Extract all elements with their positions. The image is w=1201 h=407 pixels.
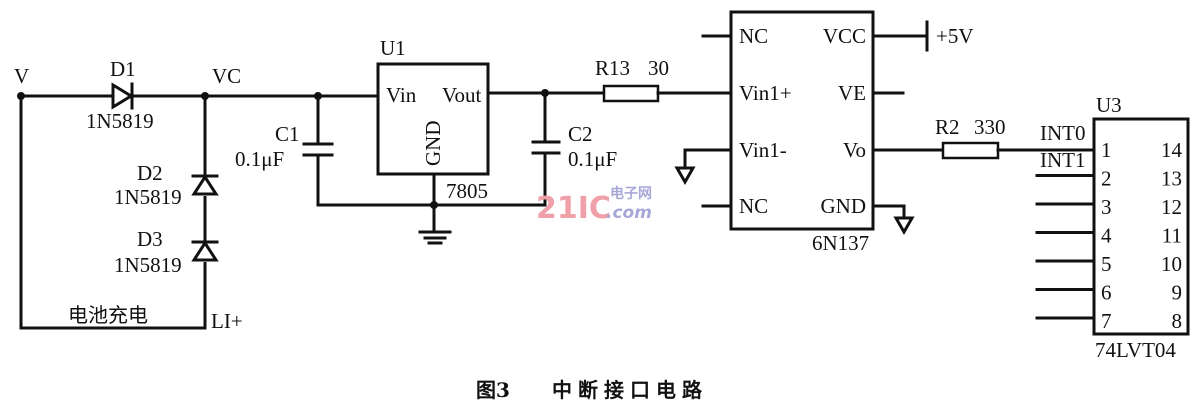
u2-part: 6N137 (812, 231, 869, 255)
resistor-r13 (602, 84, 660, 103)
u3-left-pin-number: 7 (1101, 309, 1112, 333)
u3-right-pin-number: 14 (1161, 138, 1183, 162)
c2-value: 0.1μF (568, 147, 617, 171)
junction-v (17, 92, 25, 100)
u1-ref: U1 (380, 36, 406, 60)
d2-ref: D2 (137, 161, 163, 185)
ground-arrow-icon (674, 166, 696, 186)
u3-ref: U3 (1096, 93, 1122, 117)
battery-charge-label: 电池充电 (68, 303, 148, 327)
d3-ref: D3 (137, 227, 163, 251)
u3-left-pin-number: 1 (1101, 138, 1112, 162)
c1-ref: C1 (275, 122, 300, 146)
signal-int0: INT0 (1040, 121, 1086, 145)
u3-left-pin-number: 2 (1101, 167, 1112, 191)
d2-value: 1N5819 (114, 185, 182, 209)
u3-left-pin-number: 6 (1101, 281, 1112, 305)
caption-title: 中断接口电路 (552, 378, 708, 402)
battery-charge-section: V D1 1N5819 VC D2 1N5819 D3 1N5819 电池充电 … (14, 57, 243, 333)
u2-pin-nc2: NC (739, 194, 768, 218)
resistor-r2 (941, 141, 1000, 160)
u1-pin-vout: Vout (442, 83, 481, 107)
u1-part: 7805 (446, 179, 488, 203)
watermark-logo: 21IC 电子网 .com (536, 185, 652, 226)
u2-pin-vcc: VCC (823, 24, 866, 48)
watermark-domain: .com (606, 203, 652, 223)
u3-left-pin-number: 5 (1101, 252, 1112, 276)
r2-ref: R2 (935, 115, 960, 139)
diode-d1 (111, 82, 134, 110)
watermark-cn: 电子网 (610, 185, 652, 202)
u2-pin-vo: Vo (843, 138, 866, 162)
u2-pin-vin1m: Vin1- (739, 138, 787, 162)
d1-ref: D1 (110, 57, 136, 81)
u2-box (729, 10, 875, 231)
output-section: R13 30 C2 0.1μF (486, 56, 733, 207)
r2-section: R2 330 (935, 115, 1095, 160)
c1-value: 0.1μF (235, 147, 284, 171)
optocoupler-6n137: NC Vin1+ Vin1- NC VCC VE Vo GND 6N137 +5… (674, 10, 974, 255)
r13-value: 30 (648, 56, 669, 80)
ground-icon (418, 230, 452, 245)
r2-value: 330 (974, 115, 1006, 139)
u2-pin-nc1: NC (739, 24, 768, 48)
u3-left-pin-number: 4 (1101, 224, 1112, 248)
signal-int1: INT1 (1040, 148, 1086, 172)
diode-d2 (191, 174, 219, 196)
u2-pin-gnd: GND (821, 194, 867, 218)
node-label-vc: VC (212, 64, 241, 88)
c2-ref: C2 (568, 122, 593, 146)
diode-d3 (191, 240, 219, 262)
u3-right-pin-number: 11 (1162, 224, 1182, 248)
u3-right-pin-number: 8 (1172, 309, 1183, 333)
ground-arrow-icon (893, 216, 915, 236)
supply-plus5v: +5V (936, 24, 974, 48)
node-label-li-plus: LI+ (211, 309, 243, 333)
figure-caption: 图3 中断接口电路 (476, 378, 708, 402)
u1-pin-vin: Vin (386, 83, 417, 107)
watermark-main: 21IC (536, 191, 611, 226)
d3-value: 1N5819 (114, 253, 182, 277)
u3-box (1092, 117, 1190, 336)
u3-right-pin-number: 9 (1172, 281, 1183, 305)
caption-number: 图3 (476, 378, 510, 402)
u1-pin-gnd: GND (421, 121, 445, 167)
regulator-section: U1 Vin Vout GND 7805 C1 0.1μF (203, 36, 547, 245)
u2-pin-ve: VE (838, 81, 866, 105)
node-label-v: V (14, 64, 29, 88)
u3-right-pin-number: 10 (1161, 252, 1182, 276)
u3-right-pin-number: 12 (1161, 195, 1182, 219)
r13-ref: R13 (595, 56, 630, 80)
u3-part: 74LVT04 (1095, 338, 1176, 362)
d1-value: 1N5819 (86, 109, 154, 133)
u3-left-pin-number: 3 (1101, 195, 1112, 219)
u2-pin-vin1p: Vin1+ (739, 81, 792, 105)
u3-right-pin-number: 13 (1161, 167, 1182, 191)
